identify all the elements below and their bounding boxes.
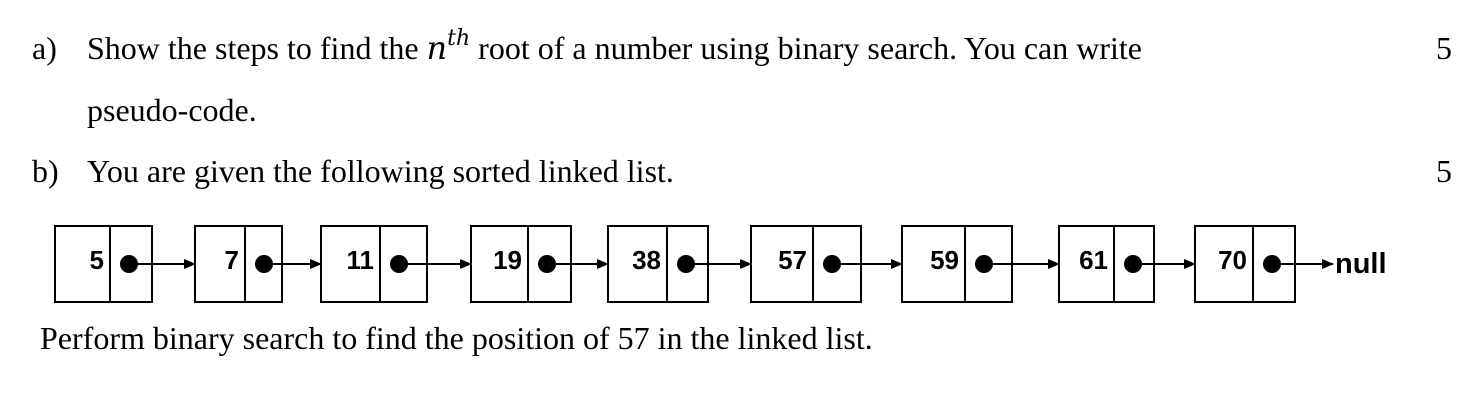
list-node: 7 [194, 225, 322, 303]
question-a-text-line2: pseudo-code. [87, 92, 257, 128]
list-node: 59 [901, 225, 1060, 303]
list-node: 11 [320, 225, 472, 303]
list-node: 19 [470, 225, 609, 303]
node-value: 61 [1079, 245, 1108, 275]
list-node: 61 [1058, 225, 1196, 303]
question-a-text-before: Show the steps to find the [87, 30, 427, 66]
list-node: 57 [750, 225, 903, 303]
node-value: 11 [347, 245, 375, 275]
question-b-label: b) [32, 153, 59, 189]
node-value: 38 [632, 245, 661, 275]
node-value: 70 [1218, 245, 1247, 275]
list-node: 5 [54, 225, 196, 303]
question-a-text-after: root of a number using binary search. Yo… [470, 30, 1142, 66]
list-node: 38 [607, 225, 752, 303]
null-terminator: null [1335, 248, 1387, 280]
task-instruction: Perform binary search to find the positi… [40, 320, 873, 356]
list-node: 70 [1194, 225, 1334, 303]
node-value: 57 [778, 245, 807, 275]
node-value: 19 [493, 245, 522, 275]
question-a-label: a) [32, 30, 57, 66]
question-a-text: Show the steps to find the nth root of a… [87, 26, 1142, 73]
cut-off-previous-line: ━━━━━━━━━━━━━━━━━━━━━━━━━━━━━━━━━━━━━━━ [0, 0, 800, 6]
node-value: 5 [90, 245, 104, 275]
math-th-superscript: th [447, 26, 471, 51]
question-b-text: You are given the following sorted linke… [87, 153, 674, 189]
question-b-marks: 5 [1436, 153, 1452, 189]
math-n: n [426, 29, 448, 67]
node-value: 7 [225, 245, 239, 275]
node-value: 59 [930, 245, 959, 275]
question-a-marks: 5 [1436, 30, 1452, 66]
